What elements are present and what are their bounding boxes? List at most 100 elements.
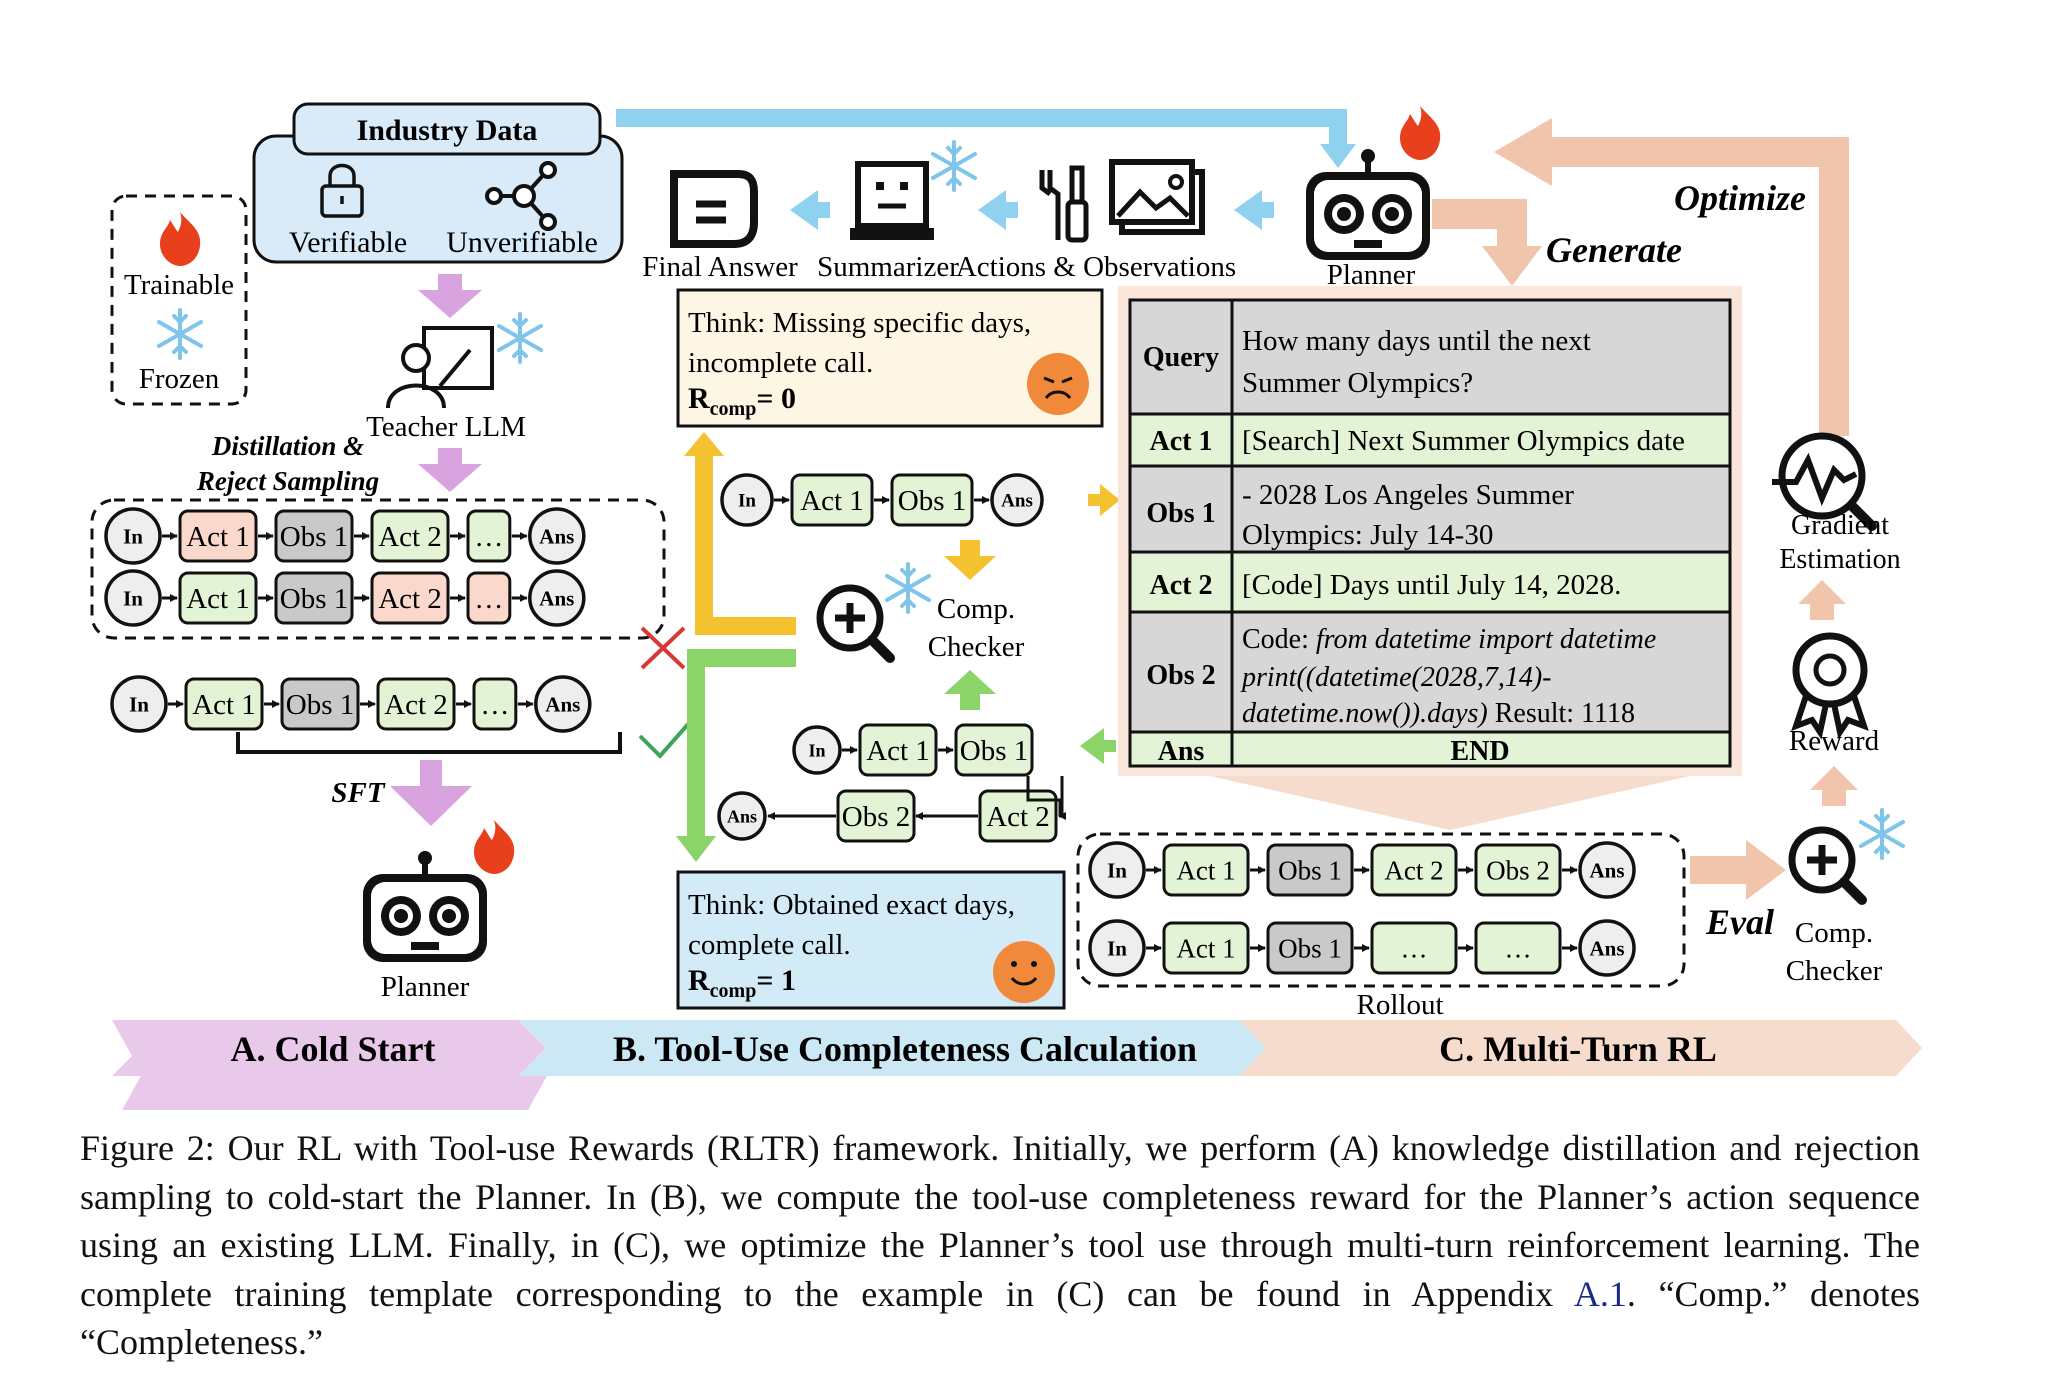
banner-a-label: A. Cold Start	[231, 1029, 436, 1069]
comp-checker-right-2: Checker	[1786, 955, 1883, 987]
generate-label: Generate	[1546, 230, 1682, 270]
legend-trainable: Trainable	[124, 269, 234, 301]
table-query-line2: Summer Olympics?	[1242, 367, 1473, 399]
arrow-green-to-good	[687, 649, 796, 840]
chain-node-in: In	[792, 725, 842, 775]
chain-node-label: Obs 1	[286, 689, 354, 721]
chain-node-label: …	[1401, 933, 1428, 963]
industry-data-title: Industry Data	[357, 114, 538, 147]
table-ans-text: END	[1450, 736, 1509, 767]
chain-node-label: Act 1	[800, 485, 864, 517]
chain-node-ans: Ans	[1578, 919, 1636, 977]
chain-node-act1: Act 1	[1162, 921, 1250, 975]
arrow-yellow-to-bad	[695, 452, 796, 635]
chain-node-label: Obs 1	[960, 735, 1028, 767]
chain-node-label: Act 1	[866, 735, 930, 767]
table-label-ans: Ans	[1158, 736, 1205, 767]
chain-node-label: Ans	[1589, 858, 1624, 882]
chain-node-ans: Ans	[534, 675, 592, 733]
chain-node-label: In	[808, 740, 825, 760]
comp-checker-center-2: Checker	[928, 631, 1025, 663]
arrow-eval	[1690, 840, 1786, 900]
arrow-table-to-bad-chain	[1088, 484, 1120, 516]
table-label-query: Query	[1143, 342, 1219, 373]
chain-node-dot: …	[1474, 921, 1562, 975]
gradient-label-2: Estimation	[1779, 544, 1900, 575]
chain-node-act2: Act 2	[370, 509, 450, 563]
chain-node-ans: Ans	[717, 791, 767, 841]
table-obs2-line3: datetime.now()).days) Result: 1118	[1242, 698, 1635, 729]
chain-node-ans: Ans	[990, 473, 1044, 527]
chain-node-obs1: Obs 1	[1266, 921, 1354, 975]
optimize-label: Optimize	[1674, 178, 1806, 218]
chain-node-obs1: Obs 1	[890, 473, 974, 527]
chain-node-ans: Ans	[528, 507, 586, 565]
distill-label-1: Distillation &	[211, 431, 364, 461]
sft-label: SFT	[331, 777, 385, 809]
appendix-link[interactable]: A.1	[1573, 1273, 1627, 1314]
arrow-summarizer-to-answer	[790, 190, 830, 230]
caption-text-2: . “Comp.” denotes “Completeness.”	[80, 1273, 1920, 1363]
chain-node-label: In	[129, 692, 149, 716]
snowflake-icon	[931, 140, 977, 192]
chain-node-obs1: Obs 1	[280, 677, 360, 731]
industry-data-title-box	[292, 102, 602, 156]
chain-node-label: In	[1107, 858, 1127, 882]
final-answer-label: Final Answer	[642, 251, 798, 283]
reject-sampling-box	[90, 498, 666, 640]
chain-node-label: Obs 2	[1486, 855, 1550, 885]
snowflake-icon	[885, 562, 931, 614]
chain-node-label: In	[123, 586, 143, 610]
chain-node-label: Act 2	[1384, 855, 1443, 885]
graph-nodes-icon	[485, 161, 557, 231]
chain-node-label: Act 2	[986, 801, 1050, 833]
chain-node-act2: Act 2	[978, 789, 1058, 843]
actions-observations-label: Actions & Observations	[956, 251, 1236, 283]
arrow-planner-to-actions	[1234, 190, 1274, 230]
chain-node-act1: Act 1	[178, 509, 258, 563]
chain-node-obs1: Obs 1	[274, 571, 354, 625]
planner-robot-icon	[1306, 149, 1430, 260]
chain-node-dot: …	[1370, 921, 1458, 975]
chain-node-label: …	[474, 583, 503, 615]
arrow-industry-to-teacher	[418, 274, 482, 318]
chain-node-label: Obs 2	[842, 801, 910, 833]
arrow-generate	[1432, 199, 1527, 250]
arrow-teacher-to-samples	[418, 448, 482, 492]
arrow-actions-to-summarizer	[978, 190, 1018, 230]
chain-node-label: Act 1	[186, 583, 250, 615]
framework-diagram: A. Cold Start B. Tool-Use Completeness C…	[90, 102, 1922, 1110]
chain-node-obs1: Obs 1	[274, 509, 354, 563]
chain-node-label: Obs 1	[280, 521, 348, 553]
chain-node-obs1: Obs 1	[954, 723, 1034, 777]
table-obs2-line2: print((datetime(2028,7,14)-	[1240, 662, 1552, 693]
arrow-sft	[390, 760, 472, 826]
teacher-icon	[386, 326, 494, 409]
chain-node-label: Act 1	[1176, 855, 1235, 885]
chain-node-label: Obs 1	[898, 485, 966, 517]
table-label-act1: Act 1	[1150, 426, 1213, 457]
chain-node-label: Ans	[545, 692, 580, 716]
reward-medal-icon	[1791, 632, 1869, 740]
comp-checker-right-1: Comp.	[1795, 917, 1873, 949]
reward-label: Reward	[1789, 725, 1880, 757]
chain-node-dot: …	[466, 509, 512, 563]
comp-checker-icon	[1792, 830, 1862, 900]
table-obs1-line1: - 2028 Los Angeles Summer	[1242, 479, 1574, 511]
banner-c-label: C. Multi-Turn RL	[1439, 1029, 1717, 1069]
chain-node-in: In	[110, 675, 168, 733]
chain-node-act2: Act 2	[376, 677, 456, 731]
arrow-good-to-checker	[944, 670, 996, 710]
chain-node-label: …	[480, 689, 509, 721]
legend-box	[110, 194, 248, 406]
table-act1-text: [Search] Next Summer Olympics date	[1242, 425, 1685, 457]
arrow-optimize	[1548, 137, 1849, 436]
chain-node-label: …	[474, 521, 503, 553]
chain-node-in: In	[104, 569, 162, 627]
chain-node-label: Ans	[1001, 491, 1033, 512]
reward-good: Rcomp= 1	[688, 964, 796, 1002]
banner-tool-use-bg	[518, 1020, 1266, 1076]
fire-icon	[474, 820, 515, 874]
chain-node-label: Ans	[539, 524, 574, 548]
chain-node-label: Obs 1	[1278, 933, 1342, 963]
